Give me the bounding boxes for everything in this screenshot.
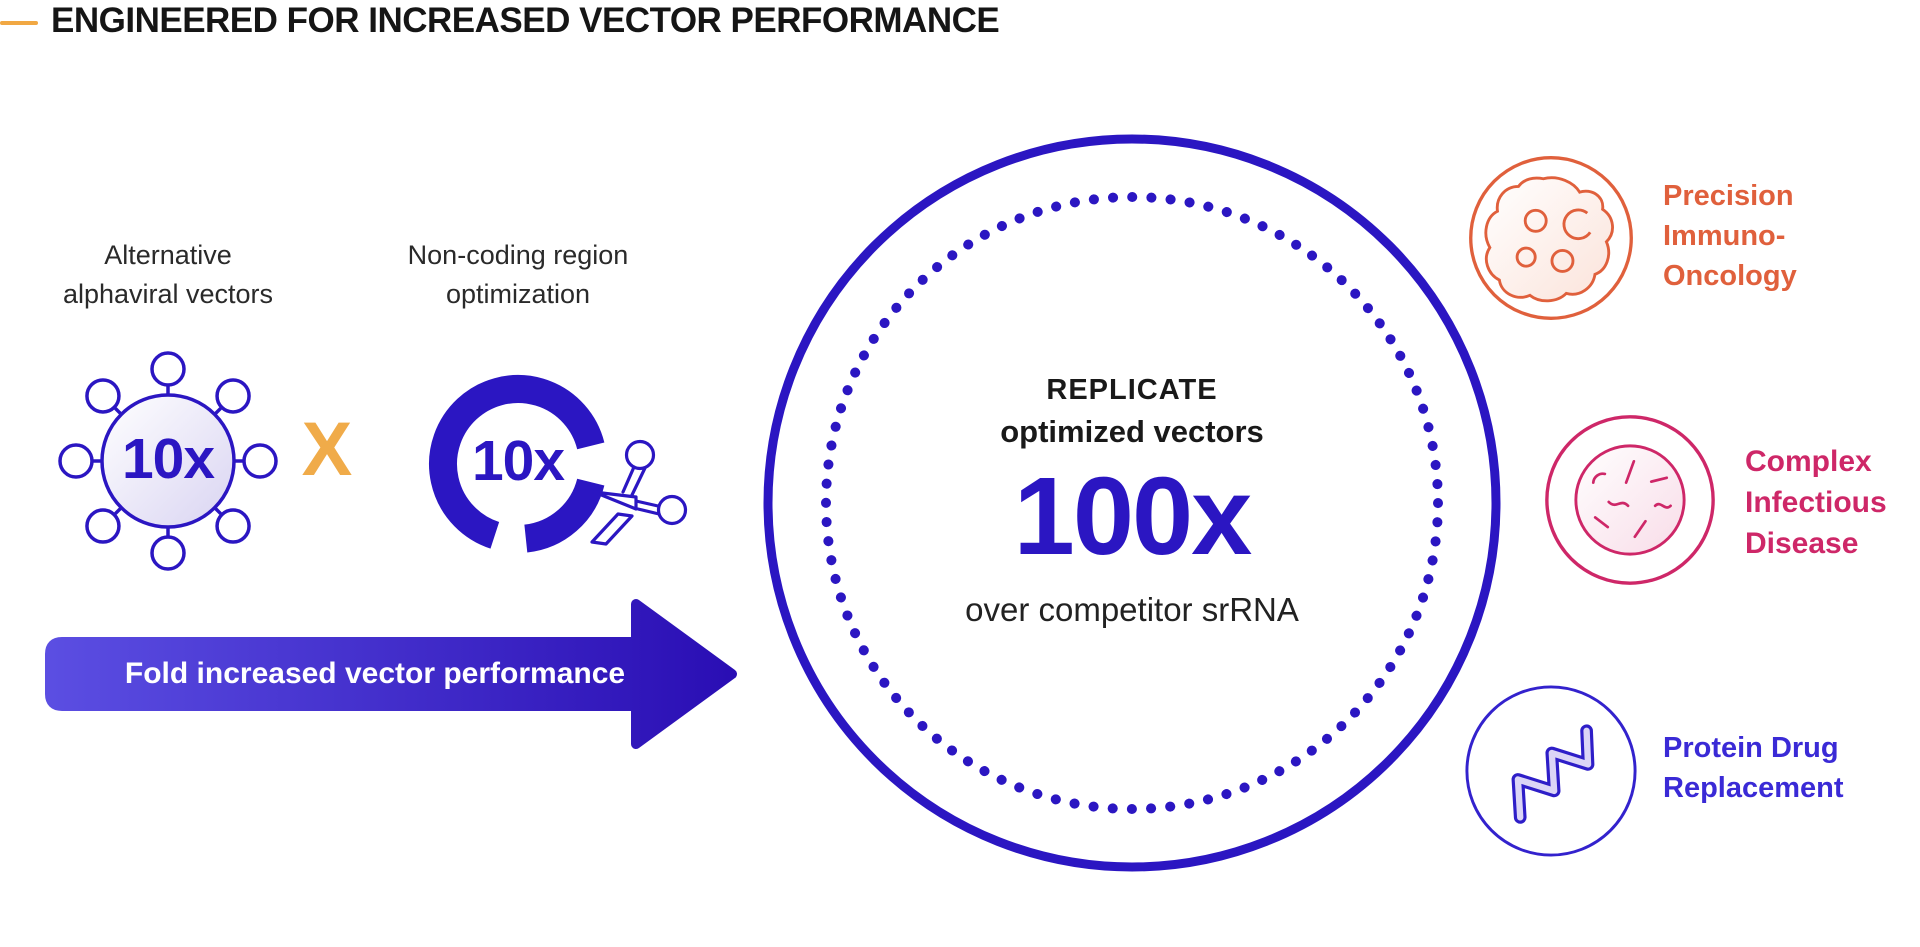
multiply-operator: X (301, 407, 353, 492)
factor-label-noncoding: Non-coding region optimization (358, 236, 678, 314)
application-label-line: Infectious (1745, 486, 1887, 519)
application-label-line: Complex (1745, 445, 1872, 478)
protein-helix-icon (1465, 685, 1637, 857)
result-subtitle: optimized vectors (1000, 414, 1264, 449)
virus-icon: 10x (58, 351, 278, 571)
factor-value: 10x (122, 427, 215, 491)
optimization-ring (429, 375, 605, 553)
result-circle-dotted (821, 192, 1443, 814)
application-label-line: Immuno- (1663, 220, 1786, 252)
scissors-icon (590, 439, 688, 546)
cancer-cell-icon (1469, 156, 1633, 320)
result-text: REPLICATE optimized vectors 100x over co… (872, 372, 1392, 630)
factor-label-line: Alternative (104, 240, 232, 270)
application-label-infectious-disease: Complex Infectious Disease (1745, 441, 1887, 564)
result-circle-outline (763, 134, 1501, 872)
factor-label-alphaviral: Alternative alphaviral vectors (38, 236, 298, 314)
factor-label-line: optimization (445, 279, 591, 309)
arrow-label: Fold increased vector performance (124, 657, 626, 690)
application-label-line: Oncology (1663, 260, 1797, 292)
virus-body (100, 393, 236, 529)
result-brand: REPLICATE (1046, 374, 1218, 406)
factor-label-line: alphaviral vectors (62, 279, 274, 309)
petri-dish-icon (1545, 415, 1715, 585)
accent-dash (0, 21, 38, 25)
result-comparison: over competitor srRNA (965, 591, 1299, 628)
application-label-line: Precision (1663, 180, 1794, 212)
application-label-protein-drug: Protein Drug Replacement (1663, 728, 1844, 808)
application-label-line: Protein Drug (1663, 732, 1839, 764)
factor-value: 10x (472, 429, 565, 493)
ring-scissors-icon: 10x (429, 375, 688, 553)
application-label-line: Replacement (1663, 772, 1844, 804)
application-label-line: Disease (1745, 527, 1859, 560)
application-label-immuno-oncology: Precision Immuno- Oncology (1663, 176, 1797, 296)
performance-arrow (45, 599, 737, 749)
virus-spikes (58, 351, 278, 571)
result-value: 100x (1013, 455, 1253, 578)
factor-label-line: Non-coding region (407, 240, 629, 270)
page-title: ENGINEERED FOR INCREASED VECTOR PERFORMA… (51, 1, 1000, 40)
result-circle (763, 134, 1501, 872)
